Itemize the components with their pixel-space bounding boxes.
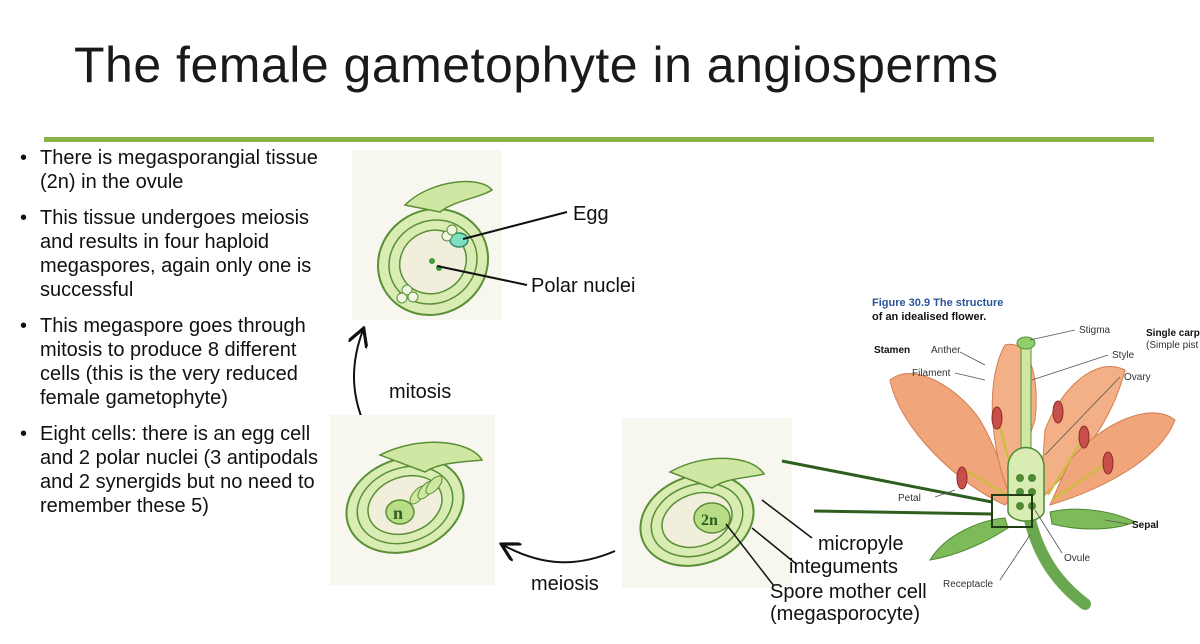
style-label: Style (1112, 350, 1135, 361)
stamen-label: Stamen (874, 345, 910, 356)
single-carpel-label: Single carp (1146, 328, 1200, 339)
polar-nuclei-label: Polar nuclei (531, 275, 636, 297)
ovary (1007, 446, 1045, 522)
slide-title: The female gametophyte in angiosperms (74, 37, 999, 93)
haploid-label: n (393, 503, 403, 523)
title-divider (44, 137, 1154, 142)
petal-label: Petal (898, 493, 921, 504)
flower-figure: Figure 30.9 The structure of an idealise… (872, 297, 1200, 610)
figure-caption-1: Figure 30.9 The structure (872, 297, 1003, 309)
spore-mother-label: Spore mother cell (770, 581, 927, 603)
megaspore-ovule: n (330, 415, 495, 585)
micropyle-label: micropyle (818, 533, 904, 555)
spore-mother-ovule: 2n (622, 418, 792, 588)
sepal-right (1049, 508, 1137, 530)
polar-nucleus (429, 258, 435, 264)
figure-caption-2: of an idealised flower. (872, 311, 986, 323)
egg-pointer (462, 211, 568, 240)
bullet-item: This tissue undergoes meiosis and result… (18, 206, 328, 302)
bullet-item: There is megasporangial tissue (2n) in t… (18, 146, 328, 194)
filament-label: Filament (912, 368, 951, 379)
integuments-label: integuments (789, 556, 898, 578)
diploid-label: 2n (701, 512, 718, 529)
stigma-label: Stigma (1079, 325, 1111, 336)
style (1020, 344, 1032, 456)
polar-nuclei-pointer (436, 265, 528, 286)
sepal-label: Sepal (1132, 520, 1159, 531)
egg-label: Egg (573, 203, 609, 225)
anther-label: Anther (931, 345, 961, 356)
bullet-item: Eight cells: there is an egg cell and 2 … (18, 422, 328, 518)
mitosis-label: mitosis (389, 381, 451, 403)
bullet-list: There is megasporangial tissue (2n) in t… (18, 146, 328, 530)
bullet-item: This megaspore goes through mitosis to p… (18, 314, 328, 410)
zoom-line (813, 509, 993, 516)
meiosis-label: meiosis (531, 573, 599, 595)
ovule-label: Ovule (1064, 553, 1091, 564)
mature-ovule (352, 150, 502, 320)
zoom-box (991, 494, 1033, 528)
simple-pistil-label: (Simple pist (1146, 340, 1198, 351)
ovary-label: Ovary (1124, 372, 1151, 383)
stigma (1016, 336, 1036, 350)
spore-mother-sub: (megasporocyte) (770, 603, 920, 625)
stem (1024, 514, 1091, 610)
zoom-line (781, 459, 993, 504)
sepal-left (929, 517, 1009, 561)
meiosis-arrow (503, 545, 616, 564)
receptacle-label: Receptacle (943, 579, 993, 590)
